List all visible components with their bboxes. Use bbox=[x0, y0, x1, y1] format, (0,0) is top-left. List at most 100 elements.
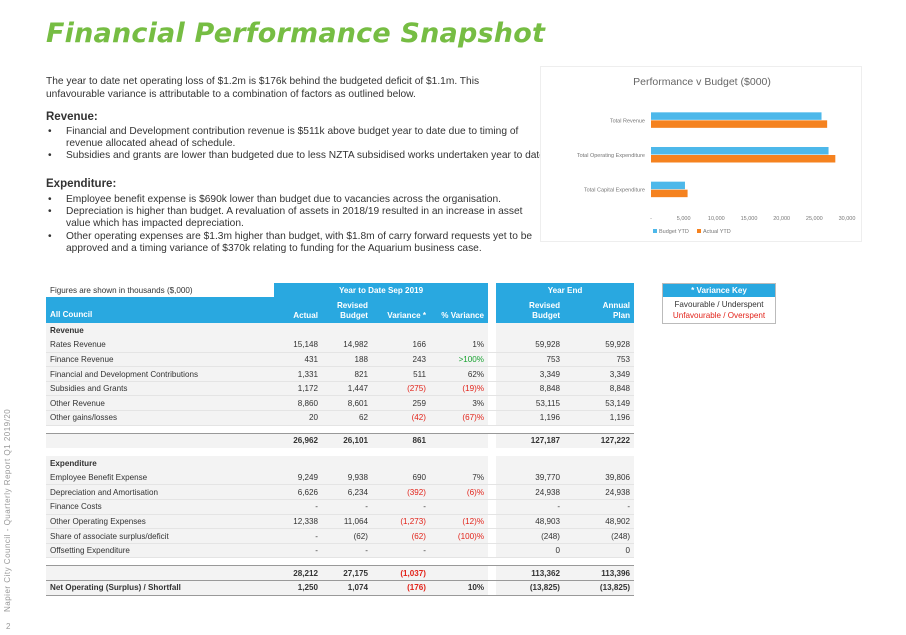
cell-ye-revised-budget: - bbox=[496, 499, 565, 515]
performance-chart: Performance v Budget ($000) Total Revenue… bbox=[540, 66, 862, 242]
cell-ye-revised-budget: 0 bbox=[496, 543, 565, 559]
cell-ye-revised-budget: 48,903 bbox=[496, 514, 565, 530]
cell-ye-revised-budget: 1,196 bbox=[496, 410, 565, 426]
cell-ye-revised-budget: 59,928 bbox=[496, 337, 565, 353]
revenue-total-actual: 26,962 bbox=[274, 432, 322, 448]
row-label: Subsidies and Grants bbox=[46, 381, 274, 397]
cell-revised-budget: 1,447 bbox=[322, 381, 372, 397]
tick-label: 10,000 bbox=[708, 216, 725, 222]
tick-label: 25,000 bbox=[806, 216, 823, 222]
category-label: Total Revenue bbox=[610, 118, 645, 124]
expenditure-total-pct bbox=[430, 565, 489, 581]
legend-label: Budget YTD bbox=[659, 229, 689, 235]
revenue-total-ye-budget: 127,187 bbox=[496, 432, 565, 448]
expenditure-total-variance: (1,037) bbox=[372, 565, 430, 581]
cell-annual-plan: 53,149 bbox=[564, 395, 635, 412]
cell-annual-plan: 1,196 bbox=[564, 410, 635, 426]
expenditure-total-actual: 28,212 bbox=[274, 565, 322, 581]
performance-chart-svg: Performance v Budget ($000) Total Revenue… bbox=[577, 76, 856, 235]
cell-revised-budget: 821 bbox=[322, 366, 372, 382]
cell-variance: (62) bbox=[372, 528, 430, 544]
row-label: Finance Revenue bbox=[46, 352, 274, 368]
intro-paragraph: The year to date net operating loss of $… bbox=[46, 76, 480, 100]
row-label: Other gains/losses bbox=[46, 410, 274, 426]
expenditure-total-ye-budget: 113,362 bbox=[496, 565, 565, 581]
cell-pct-variance: (100)% bbox=[430, 528, 489, 544]
col-header-variance: Variance * bbox=[372, 297, 430, 323]
net-annual: (13,825) bbox=[564, 580, 635, 596]
cell-variance: - bbox=[372, 499, 430, 515]
tick-label: 30,000 bbox=[839, 216, 856, 222]
cell-annual-plan: (248) bbox=[564, 528, 635, 544]
row-label: Share of associate surplus/deficit bbox=[46, 528, 274, 544]
cell-variance: (275) bbox=[372, 381, 430, 397]
col-header-pct-variance: % Variance bbox=[430, 297, 489, 323]
cell-revised-budget: 9,938 bbox=[322, 470, 372, 486]
net-actual: 1,250 bbox=[274, 580, 322, 596]
cell-annual-plan: 8,848 bbox=[564, 381, 635, 397]
section-label-revenue: Revenue bbox=[46, 323, 274, 338]
cell-variance: - bbox=[372, 543, 430, 559]
category-label: Total Operating Expenditure bbox=[577, 153, 645, 159]
revenue-bullet: Subsidies and grants are lower than budg… bbox=[46, 150, 548, 162]
revenue-total-row: 26,962 26,101 861 127,187 127,222 bbox=[46, 432, 635, 448]
tick-label: 15,000 bbox=[741, 216, 758, 222]
group-header-ytd: Year to Date Sep 2019 bbox=[274, 283, 489, 297]
cell-revised-budget: (62) bbox=[322, 528, 372, 544]
chart-title: Performance v Budget ($000) bbox=[633, 76, 771, 88]
revenue-total-budget: 26,101 bbox=[322, 432, 372, 448]
cell-variance: 243 bbox=[372, 352, 430, 368]
cell-revised-budget: 62 bbox=[322, 410, 372, 426]
col-header-actual: Actual bbox=[274, 297, 322, 323]
group-header-year-end: Year End bbox=[496, 283, 635, 297]
cell-pct-variance bbox=[430, 499, 489, 515]
net-variance: (176) bbox=[372, 580, 430, 596]
cell-variance: 511 bbox=[372, 366, 430, 382]
cell-annual-plan: 753 bbox=[564, 352, 635, 368]
bar-budget-ytd bbox=[651, 112, 822, 120]
row-label: Finance Costs bbox=[46, 499, 274, 515]
revenue-heading: Revenue: bbox=[46, 111, 98, 123]
cell-actual: - bbox=[274, 528, 322, 544]
legend-label: Actual YTD bbox=[703, 229, 731, 235]
expenditure-total-row: 28,212 27,175 (1,037) 113,362 113,396 bbox=[46, 565, 635, 581]
cell-ye-revised-budget: 24,938 bbox=[496, 484, 565, 501]
cell-actual: 1,172 bbox=[274, 381, 322, 397]
variance-key-unfavourable: Unfavourable / Overspent bbox=[672, 311, 766, 320]
cell-annual-plan: 3,349 bbox=[564, 366, 635, 382]
cell-pct-variance: (67)% bbox=[430, 410, 489, 426]
cell-revised-budget: 11,064 bbox=[322, 514, 372, 530]
cell-variance: 259 bbox=[372, 395, 430, 412]
revenue-bullets: Financial and Development contribution r… bbox=[46, 126, 548, 163]
expenditure-bullet: Depreciation is higher than budget. A re… bbox=[46, 206, 548, 230]
page-number: 2 bbox=[6, 622, 11, 631]
cell-actual: 8,860 bbox=[274, 395, 322, 412]
bar-budget-ytd bbox=[651, 181, 685, 190]
cell-pct-variance bbox=[430, 543, 489, 559]
variance-key-title: * Variance Key bbox=[663, 284, 775, 297]
cell-pct-variance: 7% bbox=[430, 470, 489, 486]
variance-key: * Variance Key Favourable / Underspent U… bbox=[662, 283, 776, 324]
tick-label: 5,000 bbox=[677, 216, 691, 222]
cell-revised-budget: 8,601 bbox=[322, 395, 372, 412]
cell-pct-variance: 3% bbox=[430, 395, 489, 412]
cell-pct-variance: 1% bbox=[430, 337, 489, 353]
cell-ye-revised-budget: 53,115 bbox=[496, 395, 565, 412]
cell-annual-plan: 0 bbox=[564, 543, 635, 559]
cell-actual: - bbox=[274, 499, 322, 515]
section-label-expenditure: Expenditure bbox=[46, 455, 274, 471]
revenue-bullet: Financial and Development contribution r… bbox=[46, 126, 548, 150]
cell-ye-revised-budget: 753 bbox=[496, 352, 565, 368]
cell-variance: (42) bbox=[372, 410, 430, 426]
cell-pct-variance: (12)% bbox=[430, 514, 489, 530]
cell-ye-revised-budget: (248) bbox=[496, 528, 565, 544]
revenue-total-pct bbox=[430, 432, 489, 448]
category-label: Total Capital Expenditure bbox=[584, 188, 645, 194]
